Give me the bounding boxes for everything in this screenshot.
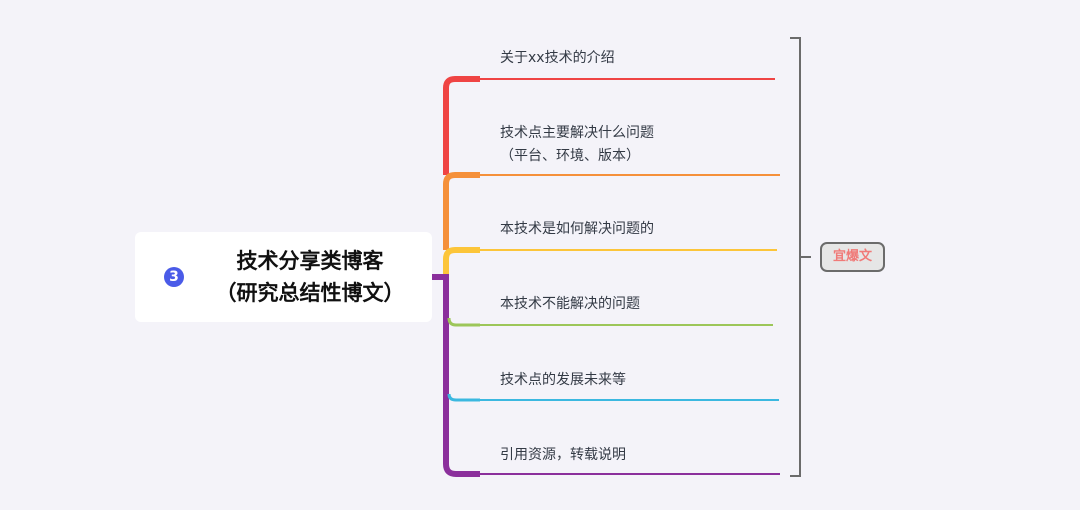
subtopic-label: 引用资源，转载说明	[500, 447, 626, 463]
subtopic-intro[interactable]: 关于xx技术的介绍	[500, 47, 615, 70]
subtopic-label: 本技术是如何解决问题的	[500, 221, 654, 237]
subtopic-label: 技术点的发展未来等	[500, 372, 626, 388]
subtopic-label-line2: （平台、环境、版本）	[500, 148, 640, 164]
subtopic-how-solved[interactable]: 本技术是如何解决问题的	[500, 218, 654, 241]
subtopic-limitations[interactable]: 本技术不能解决的问题	[500, 293, 640, 316]
root-topic[interactable]: 3 技术分享类博客 （研究总结性博文）	[135, 232, 432, 322]
subtopic-problem-solved[interactable]: 技术点主要解决什么问题 （平台、环境、版本）	[500, 122, 654, 168]
subtopic-label: 技术点主要解决什么问题	[500, 125, 654, 141]
root-title-line1: 技术分享类博客	[236, 249, 384, 273]
subtopic-future[interactable]: 技术点的发展未来等	[500, 369, 626, 392]
subtopic-label: 本技术不能解决的问题	[500, 296, 640, 312]
number-3-badge-icon: 3	[164, 267, 184, 287]
subtopic-label: 关于xx技术的介绍	[500, 50, 615, 66]
root-title-line2: （研究总结性博文）	[215, 281, 405, 305]
root-topic-title: 技术分享类博客 （研究总结性博文）	[195, 245, 425, 309]
subtopic-references[interactable]: 引用资源，转载说明	[500, 444, 626, 467]
summary-topic[interactable]: 宜爆文	[820, 242, 885, 272]
